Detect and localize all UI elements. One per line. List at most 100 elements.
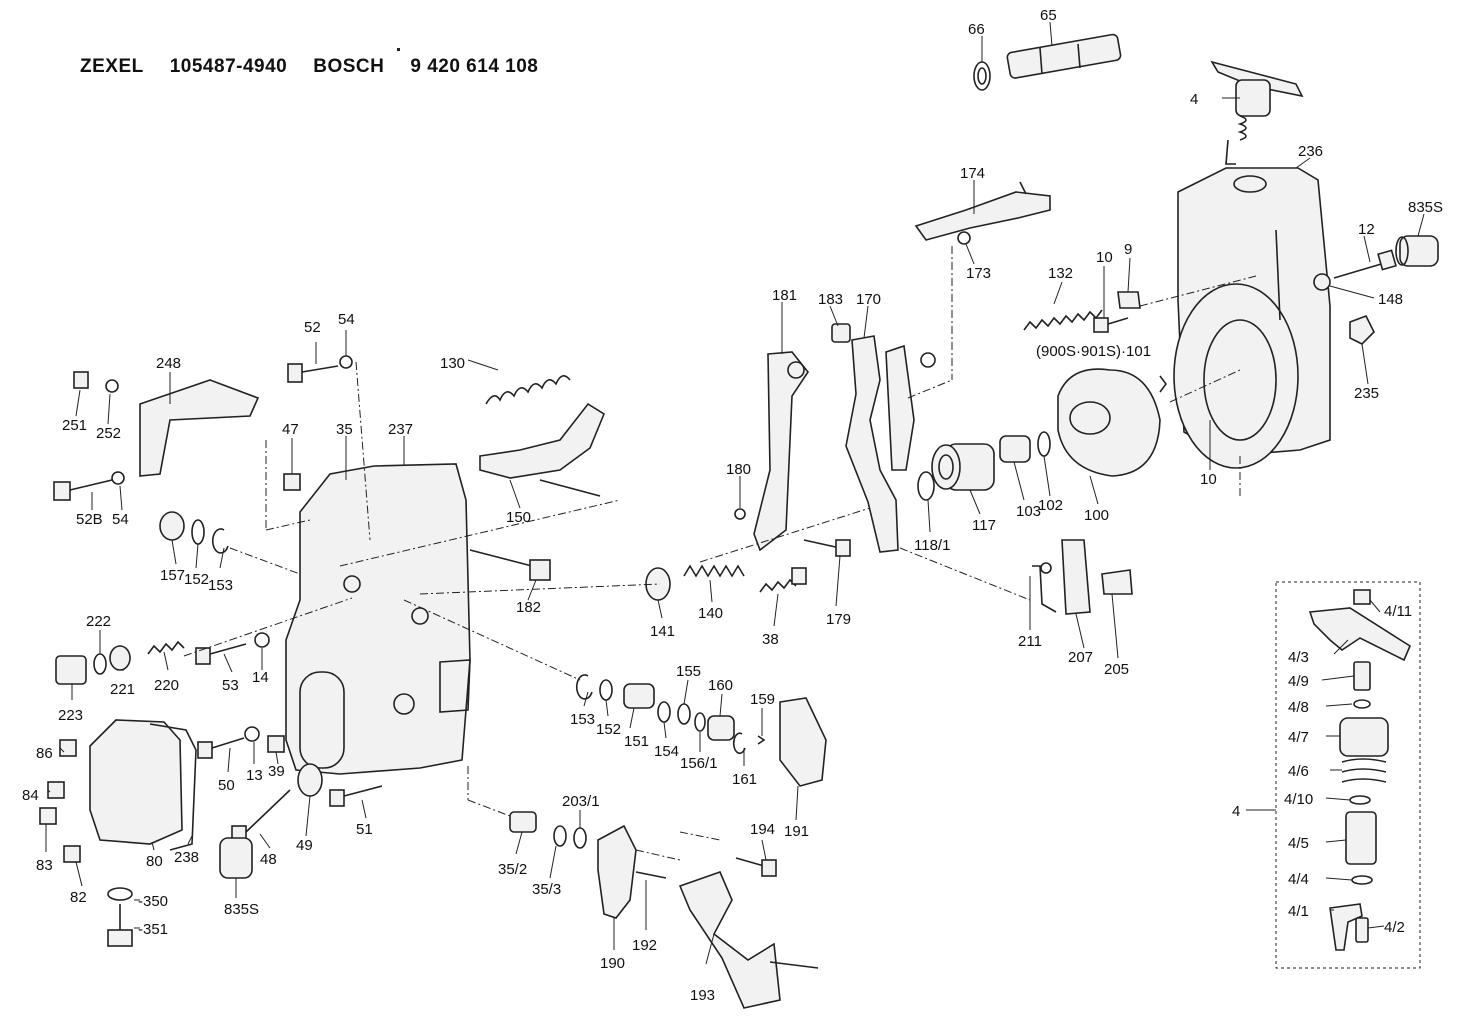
callout-180: 180 <box>726 461 751 478</box>
part-130-spring <box>485 375 571 405</box>
callout-4-8: 4/8 <box>1288 699 1309 716</box>
callout-155: 155 <box>676 663 701 680</box>
callout-39: 39 <box>268 763 285 780</box>
part-152-oring-lower <box>599 679 613 701</box>
part-173-clip <box>957 231 971 245</box>
callout-150: 150 <box>506 509 531 526</box>
part-102-washer <box>1037 431 1051 457</box>
part-181-lever <box>753 351 809 552</box>
callout-835S-right: 835S <box>1408 199 1443 216</box>
callout-13: 13 <box>246 767 263 784</box>
part-148-washer <box>1313 273 1331 291</box>
callout-148: 148 <box>1378 291 1403 308</box>
part-182-bolt <box>469 549 551 581</box>
part-222-washer <box>93 653 107 675</box>
callout-130: 130 <box>440 355 465 372</box>
diagram-header: ZEXEL 105487-4940 BOSCH 9 420 614 108 <box>80 56 564 78</box>
callout-4-1: 4/1 <box>1288 903 1309 920</box>
callout-351: -351 <box>138 921 168 938</box>
callout-157: 157 <box>160 567 185 584</box>
callout-248: 248 <box>156 355 181 372</box>
part-14-washer <box>254 632 270 648</box>
part-66-washer <box>973 61 991 91</box>
callout-83: 83 <box>36 857 53 874</box>
callout-4-4: 4/4 <box>1288 871 1309 888</box>
callout-10-upper: 10 <box>1096 249 1113 266</box>
part-49-sleeve <box>297 763 323 797</box>
part-159-pin <box>757 735 766 745</box>
callout-153-lower: 153 <box>570 711 595 728</box>
callout-4-9: 4/9 <box>1288 673 1309 690</box>
part-154-ring <box>657 701 671 723</box>
part-835S-cap-left <box>219 837 253 879</box>
callout-4-6: 4/6 <box>1288 763 1309 780</box>
callout-82: 82 <box>70 889 87 906</box>
part-152-oring-upper <box>191 519 205 545</box>
leader-lines <box>45 21 1425 965</box>
callout-183: 183 <box>818 291 843 308</box>
callout-100: 100 <box>1084 507 1109 524</box>
part-118-1-washer <box>917 471 935 501</box>
callout-117: 117 <box>972 517 996 534</box>
callout-35: 35 <box>336 421 353 438</box>
callout-51: 51 <box>356 821 373 838</box>
part-203-1-oring <box>573 827 587 849</box>
callout-49: 49 <box>296 837 313 854</box>
part-103-sleeve <box>999 435 1031 463</box>
zexel-part-number: 105487-4940 <box>169 56 288 77</box>
part-84-bolt <box>47 781 65 799</box>
callout-12: 12 <box>1358 221 1375 238</box>
part-151-sleeve <box>623 683 655 709</box>
part-220-screw <box>147 640 185 655</box>
callout-4-box: 4 <box>1232 803 1240 820</box>
callout-211: 211 <box>1018 633 1042 650</box>
part-50-bolt <box>197 737 245 759</box>
callout-191: 191 <box>784 823 809 840</box>
part-183-nut <box>831 323 851 343</box>
callout-173: 173 <box>966 265 991 282</box>
callout-161: 161 <box>732 771 757 788</box>
callout-236: 236 <box>1298 143 1323 160</box>
bosch-part-number: 9 420 614 108 <box>410 56 539 77</box>
callout-52: 52 <box>304 319 321 336</box>
callout-4-11: 4/11 <box>1384 603 1412 620</box>
callout-237: 237 <box>388 421 413 438</box>
part-35-main-housing <box>285 463 471 775</box>
callout-190: 190 <box>600 955 625 972</box>
callout-54-lower: 54 <box>112 511 129 528</box>
callout-220: 220 <box>154 677 179 694</box>
part-48-bolt <box>231 789 291 843</box>
part-155-washer <box>677 703 691 725</box>
part-211-bracket <box>1032 562 1057 613</box>
part-150-lever <box>479 402 605 497</box>
callout-140: 140 <box>698 605 723 622</box>
part-350-washer <box>107 887 133 901</box>
callout-194: 194 <box>750 821 775 838</box>
callout-65: 65 <box>1040 7 1057 24</box>
part-53-bolt <box>195 643 247 665</box>
brand-bosch: BOSCH <box>313 56 385 77</box>
callout-153-upper: 153 <box>208 577 233 594</box>
callout-84: 84 <box>22 787 39 804</box>
callout-103: 103 <box>1016 503 1041 520</box>
callout-238: 238 <box>174 849 199 866</box>
callout-4-top: 4 <box>1190 91 1198 108</box>
part-35-3-ring <box>553 825 567 847</box>
part-47-nut <box>283 473 301 491</box>
part-54-washer-lower <box>111 471 125 485</box>
callout-4-3: 4/3 <box>1288 649 1309 666</box>
part-238-gasket <box>149 723 197 851</box>
part-54-washer-upper <box>339 355 353 369</box>
callout-159: 159 <box>750 691 775 708</box>
callout-labels: 66 65 4 236 835S 174 173 132 10 9 12 148… <box>22 7 1443 1004</box>
part-51-bolt <box>329 785 383 807</box>
part-248-bracket <box>139 379 260 477</box>
callout-86: 86 <box>36 745 53 762</box>
callout-102: 102 <box>1038 497 1063 514</box>
brand-zexel: ZEXEL <box>80 56 144 77</box>
callout-221: 221 <box>110 681 135 698</box>
part-207-plate <box>1061 539 1091 615</box>
callout-118-1: 118/1 <box>914 537 950 554</box>
part-236-governor-housing <box>1173 167 1331 469</box>
